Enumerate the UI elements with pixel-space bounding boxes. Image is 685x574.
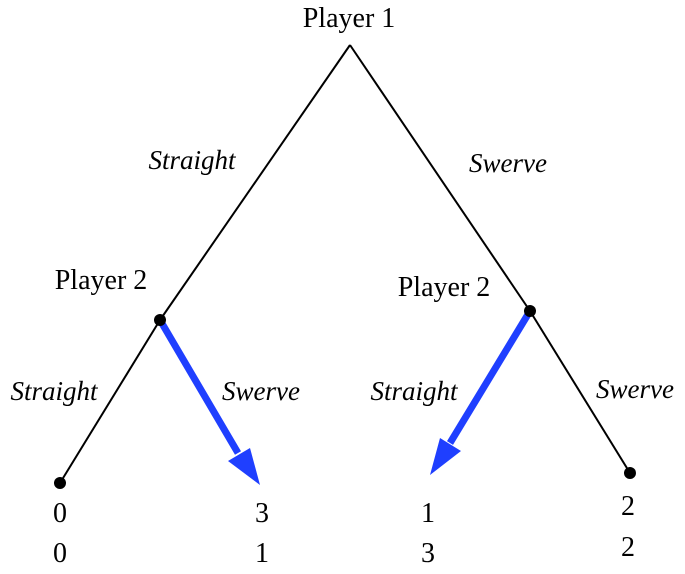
player-1-label: Player 1 <box>303 3 396 34</box>
payoff-player2-outcome-4: 2 <box>621 532 635 563</box>
terminal-node-straight-straight <box>54 477 66 489</box>
action-label-left-straight: Straight <box>10 376 99 406</box>
player-2-label-right: Player 2 <box>398 272 491 303</box>
payoff-player1-outcome-2: 3 <box>255 498 269 529</box>
edge-root-to-right-node <box>349 44 531 312</box>
payoff-player2-outcome-2: 1 <box>255 538 269 569</box>
action-label-right-straight: Straight <box>370 376 459 406</box>
decision-node-right <box>524 305 536 317</box>
action-label-left-swerve: Swerve <box>222 376 300 406</box>
action-label-right-swerve: Swerve <box>596 374 674 404</box>
payoff-player2-outcome-1: 0 <box>53 538 67 569</box>
decision-node-left <box>154 314 166 326</box>
payoff-player2-outcome-3: 3 <box>421 538 435 569</box>
payoff-player1-outcome-4: 2 <box>621 491 635 522</box>
edge-left-straight <box>59 319 161 484</box>
best-response-arrow-left <box>156 318 260 485</box>
payoff-player1-outcome-1: 0 <box>53 498 67 529</box>
edge-root-to-left-node <box>159 44 351 321</box>
action-label-root-swerve: Swerve <box>469 148 547 178</box>
player-2-label-left: Player 2 <box>55 265 148 296</box>
action-label-root-straight: Straight <box>148 145 237 175</box>
best-response-arrow-right <box>430 309 533 475</box>
terminal-node-swerve-swerve <box>624 467 636 479</box>
edge-right-swerve <box>529 310 631 474</box>
payoff-player1-outcome-3: 1 <box>421 498 435 529</box>
